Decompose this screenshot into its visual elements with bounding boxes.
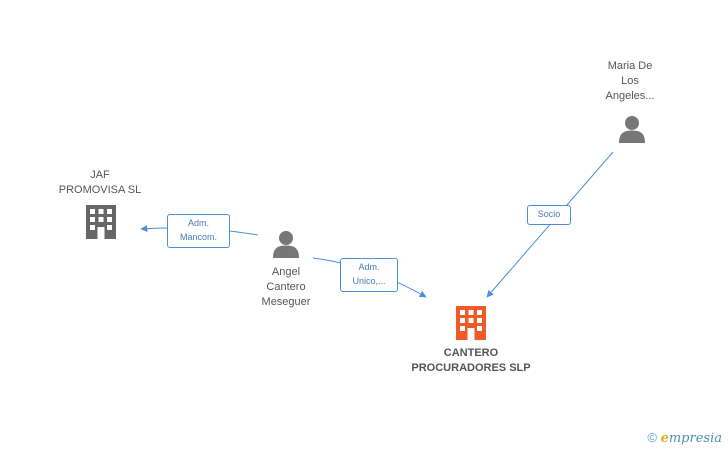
edge-label-adm-unico[interactable]: Adm. Unico,... bbox=[340, 258, 398, 292]
node-label-maria[interactable]: Maria De Los Angeles... bbox=[605, 60, 655, 102]
building-icon bbox=[86, 205, 116, 239]
edge-label-adm-mancom[interactable]: Adm. Mancom. bbox=[167, 214, 230, 248]
person-icon bbox=[619, 116, 645, 143]
copyright-symbol: © bbox=[647, 430, 657, 445]
node-label-cantero[interactable]: CANTERO PROCURADORES SLP bbox=[411, 347, 531, 374]
building-icon bbox=[456, 306, 486, 340]
empresia-watermark: © empresia bbox=[647, 430, 722, 446]
edge-label-socio[interactable]: Socio bbox=[527, 205, 571, 225]
person-icon bbox=[273, 231, 299, 258]
empresia-logo: empresia bbox=[660, 431, 722, 446]
node-label-jaf[interactable]: JAF PROMOVISA SL bbox=[58, 169, 142, 196]
node-label-angel[interactable]: Angel Cantero Meseguer bbox=[261, 266, 311, 308]
